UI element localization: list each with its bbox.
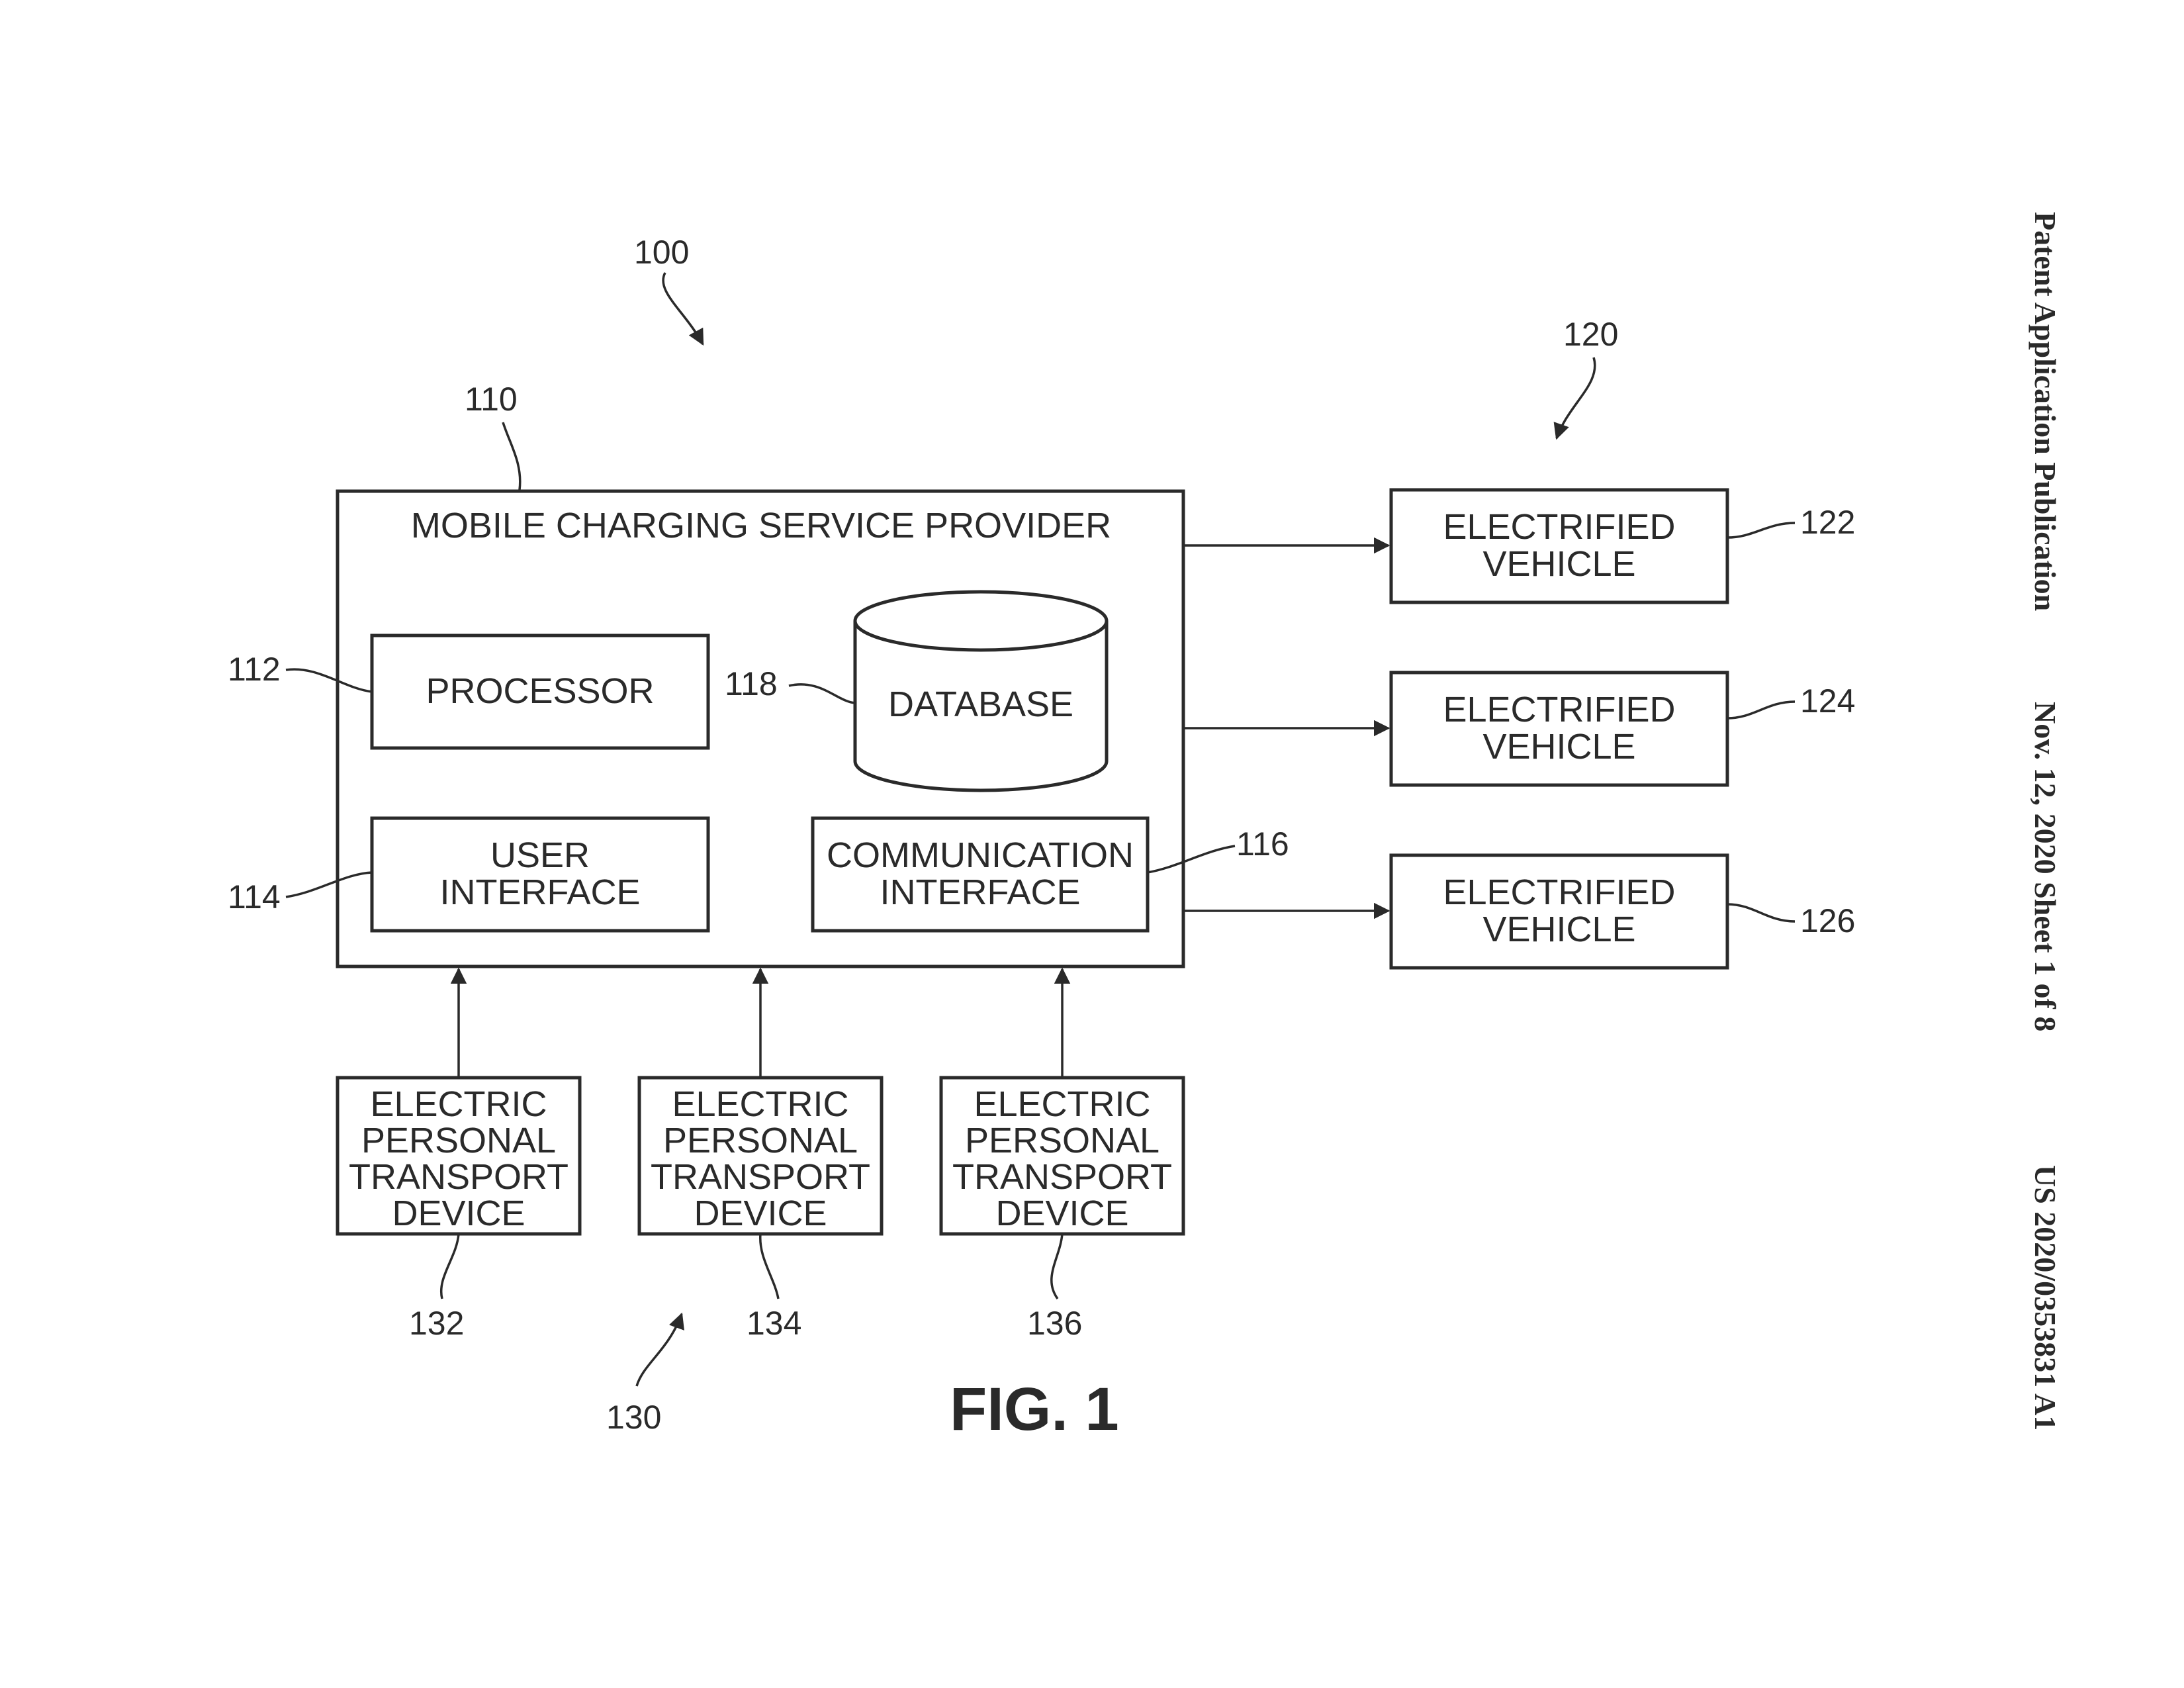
ref-device-2: 134 bbox=[747, 1305, 801, 1342]
device-1-line-2: PERSONAL bbox=[361, 1121, 556, 1160]
device-3-line-1: ELECTRIC bbox=[974, 1084, 1150, 1124]
ref-device-1: 132 bbox=[409, 1305, 464, 1342]
comm-interface-line-1: COMMUNICATION bbox=[827, 835, 1134, 875]
header-date-sheet: Nov. 12, 2020 Sheet 1 of 8 bbox=[2028, 702, 2062, 1031]
device-2-line-3: TRANSPORT bbox=[651, 1157, 870, 1197]
vehicle-2-line-1: ELECTRIFIED bbox=[1443, 690, 1675, 729]
ref-system-arrow bbox=[663, 273, 703, 344]
user-interface-line-2: INTERFACE bbox=[439, 872, 640, 912]
vehicle-2-line-2: VEHICLE bbox=[1482, 727, 1635, 767]
ref-database: 118 bbox=[725, 665, 778, 702]
ref-vehicle-group: 120 bbox=[1563, 316, 1618, 353]
device-3-line-4: DEVICE bbox=[995, 1194, 1128, 1233]
device-2-line-4: DEVICE bbox=[694, 1194, 827, 1233]
device-1-line-4: DEVICE bbox=[392, 1194, 525, 1233]
ref-provider: 110 bbox=[465, 381, 518, 418]
ref-device-2-leader bbox=[760, 1234, 778, 1299]
ref-device-group-arrow bbox=[637, 1314, 682, 1386]
ref-vehicle-2: 124 bbox=[1800, 682, 1855, 720]
ref-device-1-leader bbox=[441, 1234, 459, 1299]
ref-system: 100 bbox=[634, 234, 689, 271]
processor-label: PROCESSOR bbox=[426, 671, 654, 711]
ref-comm-interface: 116 bbox=[1236, 825, 1289, 863]
ref-vehicle-1: 122 bbox=[1800, 504, 1855, 541]
ref-vehicle-1-leader bbox=[1727, 523, 1795, 538]
user-interface-line-1: USER bbox=[490, 835, 590, 875]
ref-vehicle-group-arrow bbox=[1557, 357, 1595, 438]
ref-provider-leader bbox=[503, 422, 520, 490]
ref-user-interface: 114 bbox=[228, 878, 281, 915]
ref-vehicle-2-leader bbox=[1727, 702, 1795, 718]
publication-header: Patent Application Publication Nov. 12, … bbox=[2028, 212, 2062, 1430]
ref-vehicle-3: 126 bbox=[1800, 902, 1855, 939]
device-3-line-3: TRANSPORT bbox=[952, 1157, 1172, 1197]
ref-vehicle-3-leader bbox=[1727, 904, 1795, 921]
vehicle-1-line-2: VEHICLE bbox=[1482, 544, 1635, 584]
comm-interface-line-2: INTERFACE bbox=[880, 872, 1080, 912]
ref-device-3-leader bbox=[1052, 1234, 1062, 1299]
header-publication: Patent Application Publication bbox=[2028, 212, 2062, 611]
device-3-line-2: PERSONAL bbox=[965, 1121, 1160, 1160]
vehicle-3-line-1: ELECTRIFIED bbox=[1443, 872, 1675, 912]
vehicle-1-line-1: ELECTRIFIED bbox=[1443, 507, 1675, 547]
device-1-line-1: ELECTRIC bbox=[370, 1084, 547, 1124]
ref-device-group: 130 bbox=[606, 1399, 661, 1436]
header-number: US 2020/0353831 A1 bbox=[2028, 1165, 2062, 1430]
device-2-line-1: ELECTRIC bbox=[672, 1084, 848, 1124]
provider-title: MOBILE CHARGING SERVICE PROVIDER bbox=[411, 506, 1111, 545]
database-label: DATABASE bbox=[888, 684, 1073, 724]
device-1-line-3: TRANSPORT bbox=[349, 1157, 569, 1197]
vehicle-3-line-2: VEHICLE bbox=[1482, 910, 1635, 949]
ref-device-3: 136 bbox=[1027, 1305, 1082, 1342]
ref-processor: 112 bbox=[228, 651, 281, 688]
device-2-line-2: PERSONAL bbox=[663, 1121, 858, 1160]
figure-label: FIG. 1 bbox=[950, 1376, 1119, 1443]
